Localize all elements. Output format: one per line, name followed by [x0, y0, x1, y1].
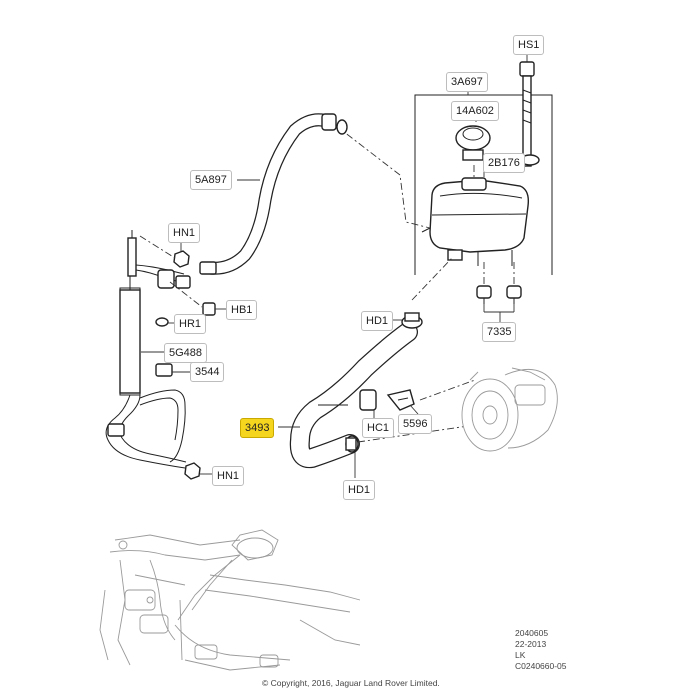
- callout-hb1[interactable]: HB1: [226, 300, 258, 320]
- callout-hd1-bottom[interactable]: HD1: [343, 480, 376, 500]
- vehicle-overview-ghost: [99, 529, 361, 671]
- callout-7335[interactable]: 7335: [482, 322, 517, 342]
- nut-hn1-bottom: [184, 462, 212, 480]
- copyright-text: © Copyright, 2016, Jaguar Land Rover Lim…: [262, 678, 440, 688]
- hose-3493: [278, 322, 418, 469]
- callout-hr1[interactable]: HR1: [174, 314, 207, 334]
- clamp-hc1: [359, 389, 377, 418]
- dash-to-pump-upper: [419, 379, 476, 401]
- clamp-hd1-top: [391, 312, 423, 329]
- clip-5596: [386, 389, 419, 415]
- callout-hn1-bottom[interactable]: HN1: [212, 466, 245, 486]
- pipe-assembly-5g488: [105, 230, 191, 469]
- dash-lower-hose-to-reservoir: [411, 257, 453, 301]
- reservoir-tank: [421, 177, 530, 266]
- callout-5a897[interactable]: 5A897: [190, 170, 232, 190]
- reference-block: 2040605 22-2013 LK C0240660-05: [515, 628, 567, 672]
- callout-hc1[interactable]: HC1: [362, 418, 395, 438]
- callout-14a602[interactable]: 14A602: [451, 101, 499, 121]
- steering-pump-ghost: [461, 367, 558, 452]
- bolt-hs1: [519, 54, 540, 167]
- reference-region: LK: [515, 650, 526, 660]
- callout-hd1-top[interactable]: HD1: [361, 311, 394, 331]
- ring-hr1: [155, 317, 176, 327]
- grommets-7335: [476, 262, 522, 322]
- callout-3a697[interactable]: 3A697: [446, 72, 488, 92]
- callout-hs1[interactable]: HS1: [513, 35, 545, 55]
- hose-5a897: [199, 113, 348, 275]
- callout-hn1-top[interactable]: HN1: [168, 223, 201, 243]
- callout-3493[interactable]: 3493: [240, 418, 275, 438]
- reference-code-2: 22-2013: [515, 639, 547, 649]
- callout-5596[interactable]: 5596: [398, 414, 433, 434]
- nut-hn1-top: [139, 235, 190, 268]
- callout-2b176[interactable]: 2B176: [483, 153, 525, 173]
- reference-id: C0240660-05: [515, 661, 567, 671]
- clamp-hd1-bottom: [345, 435, 359, 478]
- callout-5g488[interactable]: 5G488: [164, 343, 208, 363]
- dash-upper-hose-to-reservoir: [334, 124, 431, 229]
- callout-3544[interactable]: 3544: [190, 362, 225, 382]
- bracket-3544: [155, 363, 190, 377]
- reference-code-1: 2040605: [515, 628, 549, 638]
- dash-to-pump-lower: [357, 424, 476, 443]
